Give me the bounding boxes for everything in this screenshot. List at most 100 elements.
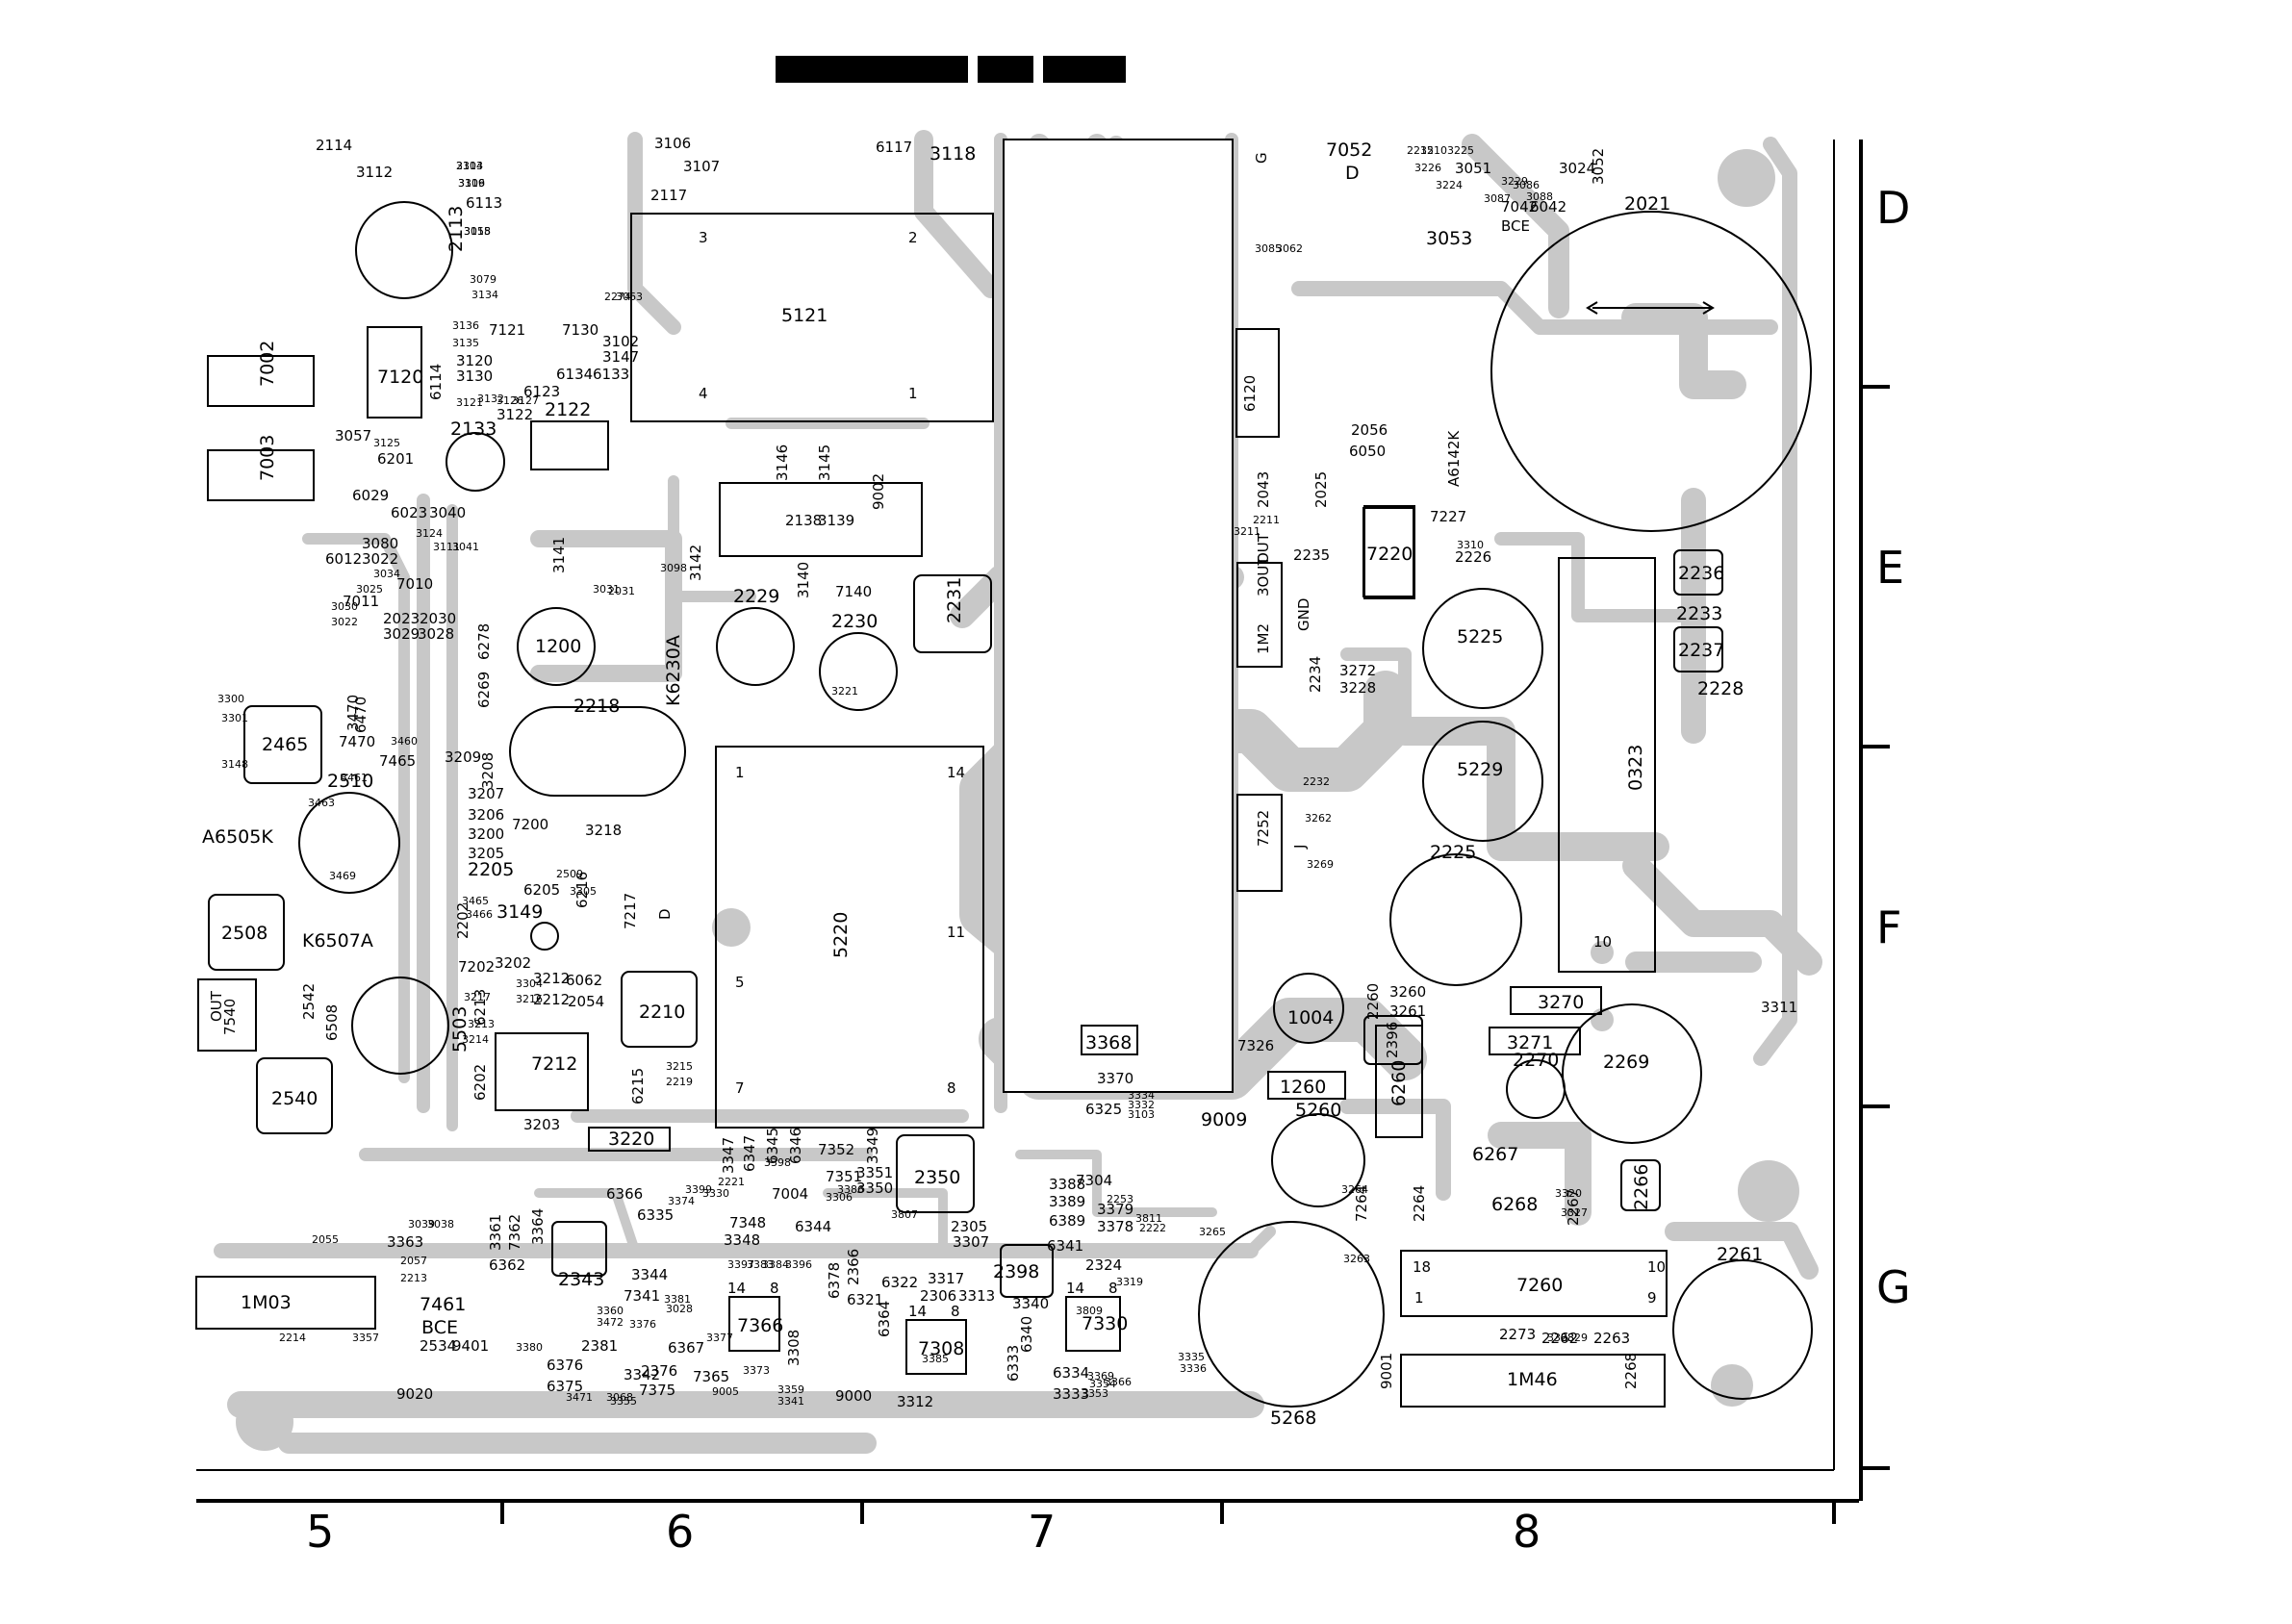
ref-label: 6029 [352, 487, 389, 504]
ref-label: 6012 [325, 550, 362, 568]
ref-label: 5268 [1270, 1408, 1316, 1429]
pin-number: 3 [699, 229, 708, 246]
ref-label: 6114 [427, 364, 445, 400]
ref-label: 5260 [1295, 1100, 1341, 1121]
fine-print-ref: 3085 [1255, 242, 1282, 255]
pin-number: 14 [908, 1303, 927, 1320]
pin-number: 8 [951, 1303, 960, 1320]
fine-print-ref: 3355 [610, 1395, 637, 1408]
capacitor-2218-outline [509, 706, 686, 797]
fine-print-ref: 3310 [1457, 539, 1484, 551]
ref-label: 7348 [729, 1214, 766, 1231]
fine-print-ref: 3381 [664, 1293, 691, 1306]
fine-print-ref: 2304 [456, 160, 483, 172]
ref-label: 2210 [639, 1002, 685, 1023]
ref-label: 2268 [1622, 1353, 1640, 1389]
ref-label: 3317 [928, 1270, 964, 1287]
fine-print-ref: 3221 [831, 685, 858, 698]
ref-label: 6364 [876, 1301, 893, 1337]
ref-label: 3363 [387, 1233, 423, 1251]
ref-label: 3261 [1389, 1002, 1426, 1020]
fine-print-ref: 2031 [608, 585, 635, 597]
connector-9002-outline [719, 482, 923, 557]
ref-label: BCE [421, 1317, 458, 1338]
ref-label: 2234 [1307, 656, 1324, 693]
ref-label: 2260 [1364, 983, 1382, 1020]
header-bar [776, 56, 968, 83]
fine-print-ref: 3369 [1087, 1370, 1114, 1383]
pin-number: 4 [699, 385, 708, 402]
ref-label: 7200 [512, 816, 548, 833]
ref-label: A6505K [202, 826, 273, 848]
pin-number: 11 [947, 924, 965, 941]
fine-print-ref: 3216 [516, 993, 543, 1005]
fine-print-ref: 3264 [1341, 1183, 1368, 1196]
ref-label: 3364 [529, 1208, 547, 1245]
fine-print-ref: 3039 [408, 1218, 435, 1231]
fine-print-ref: 3063 [616, 291, 643, 303]
fine-print-ref: 2232 [1303, 775, 1330, 788]
fine-print-ref: 2214 [279, 1332, 306, 1344]
ref-label: 3308 [785, 1330, 802, 1366]
ref-label: 7540 [221, 999, 239, 1035]
fine-print-ref: 3125 [373, 437, 400, 449]
ref-label: 5220 [830, 912, 852, 958]
ref-label: 3218 [585, 822, 622, 839]
ref-label: 3349 [864, 1128, 881, 1164]
ref-label: 3207 [468, 785, 504, 802]
fine-print-ref: 3058 [464, 225, 491, 238]
ref-label: 5225 [1457, 626, 1503, 647]
ref-label: 3312 [897, 1393, 933, 1410]
fine-print-ref: 3126 [497, 394, 523, 407]
pin-number: 18 [1413, 1258, 1431, 1276]
ref-label: 3271 [1507, 1032, 1553, 1053]
ref-label: 2235 [1293, 546, 1330, 564]
ref-label: 6378 [826, 1262, 843, 1299]
ref-label: 6344 [795, 1218, 831, 1235]
ref-label: 7121 [489, 321, 525, 339]
ref-label: 7227 [1430, 508, 1466, 525]
fine-print-ref: 3399 [685, 1183, 712, 1196]
fine-print-ref: 3229 [1501, 175, 1528, 188]
ref-label: 9401 [452, 1337, 489, 1355]
grid-col-8: 8 [1513, 1506, 1541, 1558]
ref-label: 2237 [1678, 640, 1724, 661]
ref-label: 3333 [1053, 1385, 1089, 1403]
ref-label: 6278 [475, 623, 493, 660]
fine-print-ref: 3357 [352, 1332, 379, 1344]
ref-label: 9002 [870, 473, 887, 510]
ref-label: 6268 [1491, 1194, 1538, 1215]
ref-label: 3350 [856, 1180, 893, 1197]
ref-label: 2398 [993, 1261, 1039, 1282]
ref-label: 3145 [816, 444, 833, 481]
ref-label: 6113 [466, 194, 502, 212]
fine-print-ref: 3116 [458, 177, 485, 190]
ref-label: 3141 [550, 537, 568, 573]
fine-print-ref: 2222 [1139, 1222, 1166, 1234]
ref-label: 5121 [781, 305, 828, 326]
ref-label: 6205 [523, 881, 560, 899]
fine-print-ref: 3397 [727, 1258, 754, 1271]
ref-label: 3347 [720, 1137, 737, 1174]
fine-print-ref: 3038 [427, 1218, 454, 1231]
ref-label: 3388 [1049, 1176, 1085, 1193]
ref-label: 6321 [847, 1291, 883, 1308]
connector-1M03-outline [195, 1276, 376, 1330]
fine-print-ref: 2057 [400, 1255, 427, 1267]
ref-label: 2324 [1085, 1256, 1122, 1274]
ref-label: 6366 [606, 1185, 643, 1203]
ref-label: 2054 [568, 993, 604, 1010]
ref-label: 2381 [581, 1337, 618, 1355]
fine-print-ref: 3328 [1547, 1332, 1574, 1344]
ref-label: 6334 [1053, 1364, 1089, 1382]
fine-print-ref: 3301 [221, 712, 248, 724]
fine-print-ref: 2215 [1407, 144, 1434, 157]
ref-label: 3344 [631, 1266, 668, 1283]
fine-print-ref: 2253 [1107, 1193, 1133, 1205]
small-components [197, 326, 1723, 1375]
fine-print-ref: 2219 [666, 1076, 693, 1088]
fine-print-ref: 3034 [373, 568, 400, 580]
ref-label: 2270 [1513, 1050, 1559, 1071]
ref-label: 3140 [795, 562, 812, 598]
